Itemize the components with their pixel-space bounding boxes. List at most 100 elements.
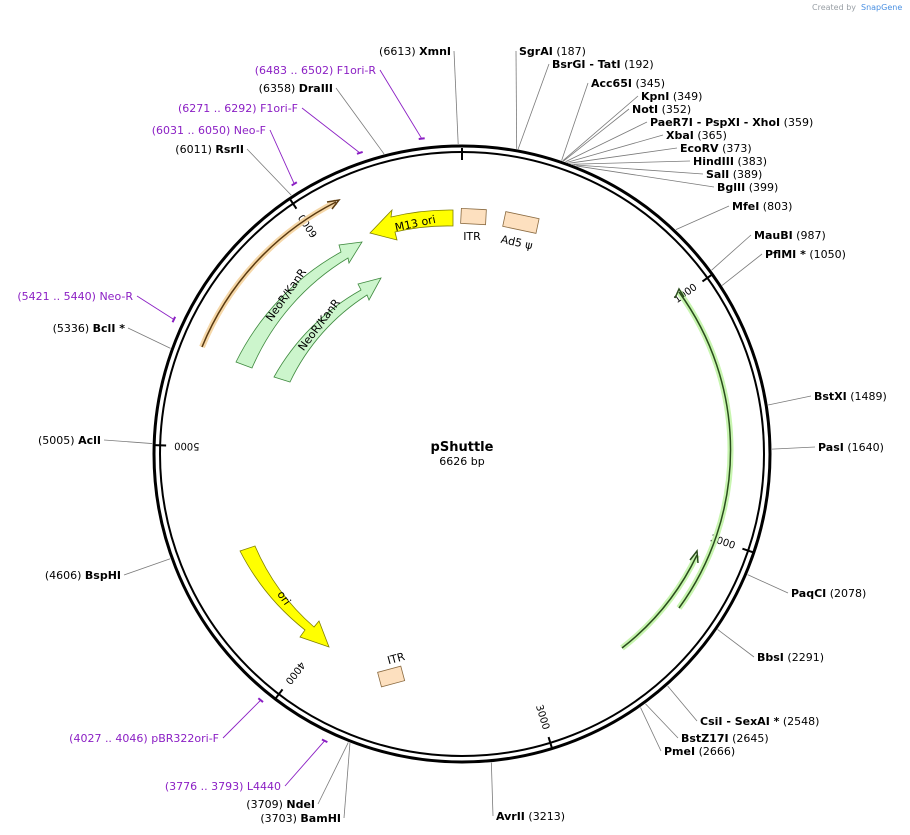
site-location: (373) — [719, 142, 752, 155]
green-arc-lower-head — [689, 549, 699, 564]
site-location: (187) — [553, 45, 586, 58]
site-name: PasI — [818, 441, 844, 454]
site-location: (352) — [658, 103, 691, 116]
tick-mark — [274, 688, 284, 700]
site-label: MfeI (803) — [732, 200, 792, 213]
site-leader-line — [515, 50, 518, 149]
tick-mark — [701, 273, 713, 283]
site-leader-line — [567, 134, 664, 163]
site-location: (6613) — [379, 45, 419, 58]
m13-ori-arrow — [369, 208, 454, 241]
site-name: EcoRV — [680, 142, 719, 155]
site-location: (5336) — [53, 322, 93, 335]
site-name: XmnI — [419, 45, 451, 58]
site-name: BstXI — [814, 390, 847, 403]
orange-arc-line — [201, 201, 337, 348]
site-label: PmeI (2666) — [664, 745, 735, 758]
site-label: KpnI (349) — [641, 90, 702, 103]
site-name: BsrGI — [552, 58, 585, 71]
site-leader-line — [569, 147, 678, 164]
tick-mark — [742, 547, 755, 554]
neo-kan-arrow-1 — [235, 241, 363, 369]
plasmid-length: 6626 bp — [439, 455, 484, 468]
primer-label: (5421 .. 5440) Neo-R — [17, 290, 133, 303]
site-leader-line — [667, 685, 698, 722]
site-label: (3709) NdeI — [246, 798, 315, 811]
site-name: AclI — [78, 434, 101, 447]
site-leader-line — [721, 253, 763, 286]
site-location: (2666) — [695, 745, 735, 758]
primer-range: (6483 .. 6502) — [255, 64, 337, 77]
neo-kan-arrow-2 — [273, 277, 382, 383]
site-label: (5336) BclI * — [53, 322, 126, 335]
site-name: SalI — [706, 168, 729, 181]
site-leader-line — [711, 234, 752, 271]
site-location: (399) — [745, 181, 778, 194]
primer-label: (4027 .. 4046) pBR322ori-F — [69, 732, 219, 745]
green-arc-right-head — [674, 287, 685, 299]
primer-range: (6031 .. 6050) — [152, 124, 234, 137]
primer-label: (6031 .. 6050) Neo-F — [152, 124, 266, 137]
primer-name: L4440 — [247, 780, 281, 793]
site-leader-line — [573, 164, 704, 175]
primer-name: pBR322ori-F — [151, 732, 219, 745]
site-location: (349) — [669, 90, 702, 103]
site-location: (1640) — [844, 441, 884, 454]
site-location: (803) — [759, 200, 792, 213]
primer-range: (6271 .. 6292) — [178, 102, 260, 115]
site-label: PaqCI (2078) — [791, 587, 866, 600]
site-label: MauBI (987) — [754, 229, 826, 242]
primer-range: (3776 .. 3793) — [165, 780, 247, 793]
green-arc-right-line — [678, 291, 732, 609]
site-label: BbsI (2291) — [757, 651, 824, 664]
itr-label-bottom: ITR — [386, 650, 407, 667]
tick-label: 4000 — [283, 659, 307, 686]
site-name: BstZ17I — [681, 732, 729, 745]
itr-label-top: ITR — [463, 230, 481, 243]
primer-label: (6483 .. 6502) F1ori-R — [255, 64, 377, 77]
primer-label: (6271 .. 6292) F1ori-F — [178, 102, 298, 115]
site-location: (6358) — [259, 82, 299, 95]
site-name: CsiI — [700, 715, 722, 728]
itr-box-bottom — [377, 665, 406, 688]
site-label: (5005) AclI — [38, 434, 101, 447]
site-leader-line — [576, 165, 715, 188]
site-extra: - SexAI * — [722, 715, 779, 728]
site-leader-line — [640, 707, 662, 752]
primer-name: Neo-F — [234, 124, 266, 137]
site-name: HindIII — [693, 155, 734, 168]
site-label: BstXI (1489) — [814, 390, 887, 403]
site-location: (3709) — [246, 798, 286, 811]
site-leader-line — [717, 629, 755, 658]
site-leader-line — [565, 121, 648, 163]
site-label: CsiI - SexAI * (2548) — [700, 715, 819, 728]
primer-mark — [418, 137, 425, 140]
site-label: (3703) BamHI — [260, 812, 341, 825]
site-location: (192) — [621, 58, 654, 71]
primer-mark — [257, 697, 264, 703]
site-leader-line — [771, 446, 816, 450]
primer-mark — [291, 181, 298, 187]
site-location: (4606) — [45, 569, 85, 582]
primer-leader-line — [301, 107, 361, 154]
primer-mark — [356, 150, 363, 155]
primer-range: (5421 .. 5440) — [17, 290, 99, 303]
site-name: MauBI — [754, 229, 793, 242]
site-leader-line — [563, 108, 630, 162]
site-location: (2548) — [779, 715, 819, 728]
site-label: BglII (399) — [717, 181, 778, 194]
site-leader-line — [561, 82, 589, 161]
primer-label: (3776 .. 3793) L4440 — [165, 780, 281, 793]
site-label: Acc65I (345) — [591, 77, 665, 90]
primer-mark — [321, 738, 328, 743]
orange-arc-head — [326, 198, 341, 210]
site-label: PasI (1640) — [818, 441, 884, 454]
site-name: PaeR7I — [650, 116, 693, 129]
site-name: BamHI — [300, 812, 341, 825]
site-label: SalI (389) — [706, 168, 762, 181]
site-label: (6011) RsrII — [175, 143, 244, 156]
site-name: PflMI * — [765, 248, 806, 261]
site-leader-line — [246, 148, 292, 196]
tick-label: 5000 — [174, 440, 200, 452]
site-location: (345) — [632, 77, 665, 90]
